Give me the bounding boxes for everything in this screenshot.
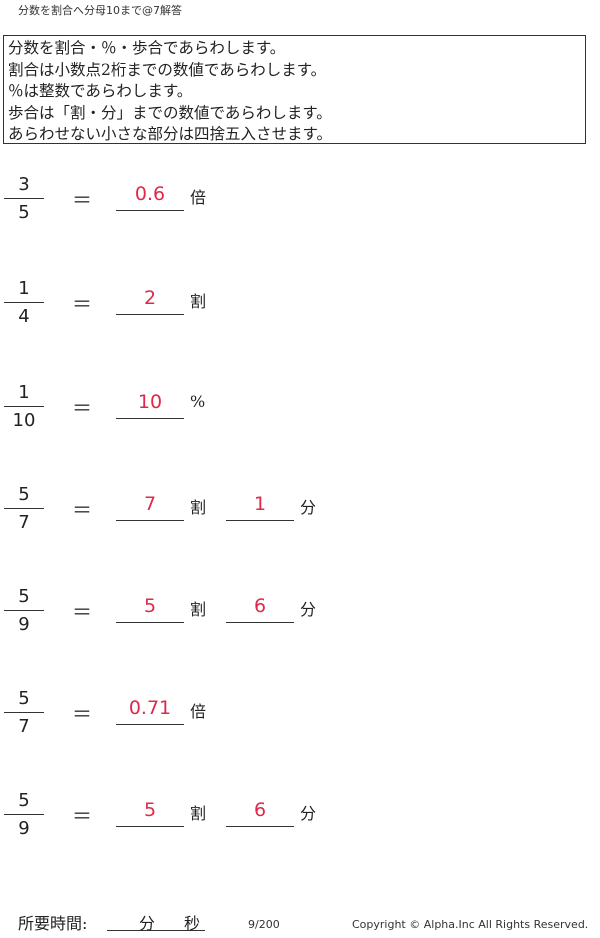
minutes-label: 分 [139,914,156,933]
seconds-label: 秒 [184,914,201,933]
answer-line [116,520,184,521]
answer-line [116,622,184,623]
fraction-bar [4,198,44,199]
answer-value: 7 [143,493,157,515]
denominator: 5 [18,202,30,223]
answer-value: 6 [253,595,267,617]
fraction-bar [4,814,44,815]
answer-unit: 割 [190,600,207,619]
answer-line [226,622,294,623]
equals-sign: ＝ [72,292,92,316]
equals-sign: ＝ [72,498,92,522]
answer-unit: 割 [190,498,207,517]
page-number: 9/200 [248,918,280,931]
answer-line [116,210,184,211]
fraction-bar [4,712,44,713]
answer-value: 10 [137,391,163,413]
numerator: 1 [18,278,30,299]
problem-row: 5 7 ＝ 0.71 倍 [0,688,600,758]
denominator: 10 [12,410,36,431]
numerator: 3 [18,174,30,195]
time-blank [107,910,205,931]
answer-unit: % [190,392,206,411]
problem-row: 5 9 ＝ 5 割 6 分 [0,790,600,860]
denominator: 9 [18,614,30,635]
numerator: 5 [18,688,30,709]
answer-line [116,724,184,725]
answer-unit: 割 [190,804,207,823]
answer-line [226,826,294,827]
answer-unit: 割 [190,292,207,311]
instruction-line: あらわせない小さな部分は四捨五入させます。 [8,125,332,143]
numerator: 5 [18,484,30,505]
answer-line [116,314,184,315]
instruction-line: 歩合は「割・分」までの数値であらわします。 [8,103,332,122]
instruction-line: 分数を割合・％・歩合であらわします。 [8,39,286,57]
answer-value: 0.71 [128,697,172,719]
problem-row: 3 5 ＝ 0.6 倍 [0,174,600,244]
problem-row: 1 10 ＝ 10 % [0,382,600,452]
numerator: 1 [18,382,30,403]
fraction-bar [4,610,44,611]
problem-row: 1 4 ＝ 2 割 [0,278,600,348]
equals-sign: ＝ [72,600,92,624]
answer-value: 1 [253,493,267,515]
answer-unit: 倍 [190,702,207,721]
answer-line [116,826,184,827]
instruction-line: 割合は小数点2桁までの数値であらわします。 [8,60,327,79]
answer-value: 5 [143,595,157,617]
equals-sign: ＝ [72,702,92,726]
equals-sign: ＝ [72,188,92,212]
equals-sign: ＝ [72,396,92,420]
answer-line [226,520,294,521]
answer-unit: 分 [300,498,317,517]
answer-value: 0.6 [134,183,166,205]
equals-sign: ＝ [72,804,92,828]
fraction-bar [4,508,44,509]
time-label: 所要時間: [18,914,88,933]
denominator: 9 [18,818,30,839]
denominator: 7 [18,716,30,737]
instructions-box: 分数を割合・％・歩合であらわします。 割合は小数点2桁までの数値であらわします。… [3,35,586,144]
instruction-line: ％は整数であらわします。 [8,82,193,100]
problem-row: 5 9 ＝ 5 割 6 分 [0,586,600,656]
worksheet-title: 分数を割合へ分母10まで@7解答 [18,4,182,17]
answer-value: 5 [143,799,157,821]
denominator: 7 [18,512,30,533]
copyright-notice: Copyright © Alpha.Inc All Rights Reserve… [352,918,589,931]
fraction-bar [4,302,44,303]
fraction-bar [4,406,44,407]
answer-unit: 分 [300,804,317,823]
answer-value: 6 [253,799,267,821]
answer-line [116,418,184,419]
answer-unit: 倍 [190,188,207,207]
numerator: 5 [18,790,30,811]
numerator: 5 [18,586,30,607]
answer-value: 2 [143,287,157,309]
answer-unit: 分 [300,600,317,619]
problem-row: 5 7 ＝ 7 割 1 分 [0,484,600,554]
denominator: 4 [18,306,30,327]
